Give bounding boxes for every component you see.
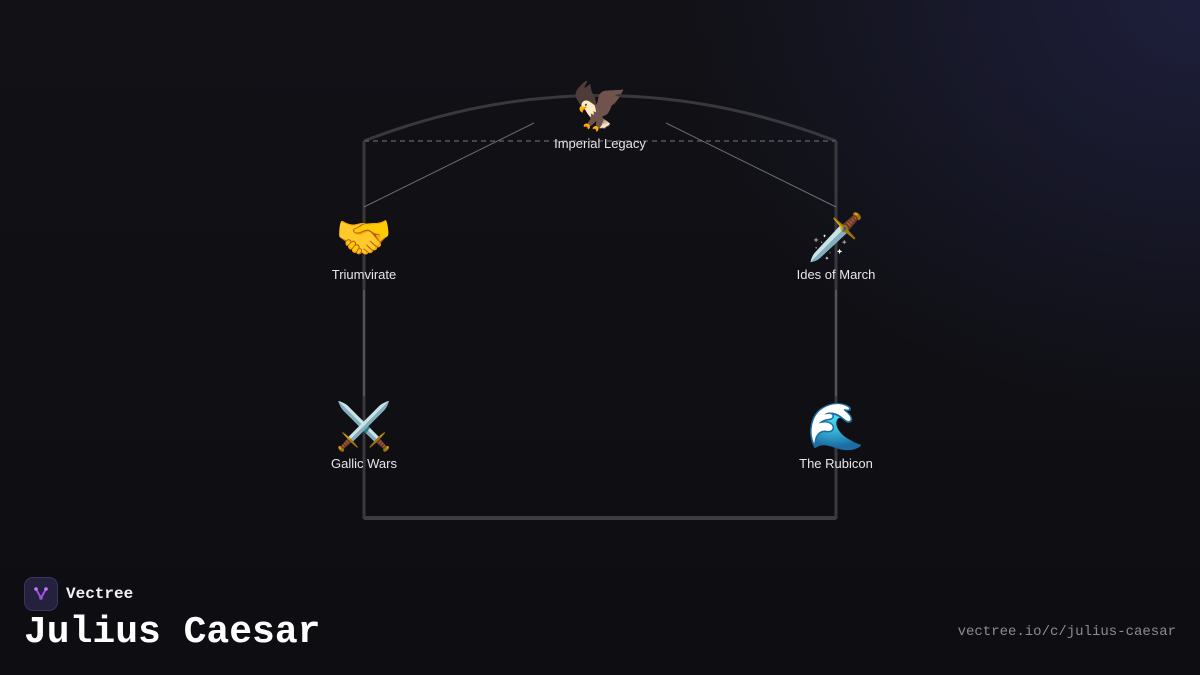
node-triumvirate[interactable]: 🤝 Triumvirate: [284, 211, 444, 282]
node-label: Ides of March: [796, 267, 876, 282]
water-wave-icon: 🌊: [807, 399, 865, 453]
node-the-rubicon[interactable]: 🌊 The Rubicon: [756, 400, 916, 471]
brand: Vectree: [24, 577, 133, 611]
node-label: The Rubicon: [799, 456, 873, 471]
site-url[interactable]: vectree.io/c/julius-caesar: [957, 624, 1176, 640]
node-label: Gallic Wars: [331, 456, 397, 471]
edge-imperial-legacy-ides-of-march: [665, 122, 837, 208]
node-imperial-legacy[interactable]: 🦅 Imperial Legacy: [520, 80, 680, 151]
node-ides-of-march[interactable]: 🗡️ Ides of March: [756, 211, 916, 282]
crossed-swords-icon: ⚔️: [335, 399, 393, 453]
page-title: Julius Caesar: [24, 611, 321, 654]
eagle-icon: 🦅: [571, 79, 629, 133]
node-gallic-wars[interactable]: ⚔️ Gallic Wars: [284, 400, 444, 471]
handshake-icon: 🤝: [335, 210, 393, 264]
node-label: Triumvirate: [331, 267, 397, 282]
frame-arch: [363, 94, 837, 143]
dagger-icon: 🗡️: [807, 210, 865, 264]
edge-imperial-legacy-triumvirate: [363, 122, 535, 208]
brand-name: Vectree: [66, 585, 134, 603]
node-label: Imperial Legacy: [554, 136, 646, 151]
vectree-logo-icon: [24, 577, 58, 611]
